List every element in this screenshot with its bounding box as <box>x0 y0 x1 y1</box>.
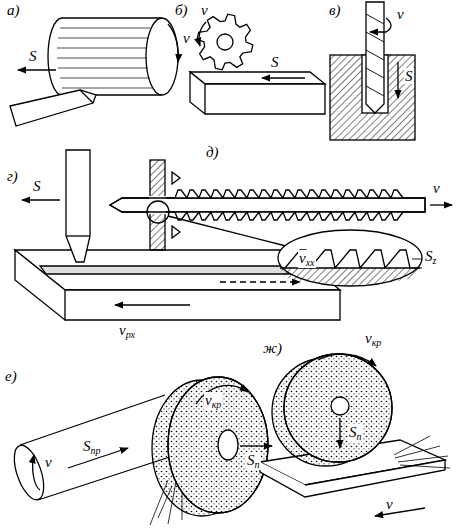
planing <box>15 150 340 320</box>
motion-symbol: Sz <box>424 248 437 266</box>
milling <box>190 14 325 114</box>
panel-letter: б) <box>174 2 189 18</box>
broaching <box>110 160 452 286</box>
motion-symbol: Sпр <box>82 438 102 456</box>
panel-letter: ж) <box>262 340 283 356</box>
panel-letter: д) <box>205 144 220 160</box>
broach-teeth <box>175 212 403 220</box>
motion-symbol: Sп <box>348 424 363 442</box>
motion-symbol: S <box>270 54 280 70</box>
motion-symbol: vхх <box>298 250 316 268</box>
panel-letter: а) <box>6 2 21 18</box>
panel-letter: е) <box>4 368 18 384</box>
motion-symbol: vкр <box>204 392 222 410</box>
surface-grinding <box>260 354 450 516</box>
panel-letter: в) <box>328 2 342 18</box>
cylindrical-grinding <box>8 377 272 525</box>
motion-symbol: v <box>432 180 441 196</box>
panel-letter: г) <box>6 168 19 184</box>
cutter-teeth <box>197 14 253 70</box>
motion-symbol: v <box>396 6 405 22</box>
motion-symbol: v <box>44 454 53 470</box>
motion-symbol: v <box>182 30 191 46</box>
motion-symbol: v <box>385 496 394 512</box>
motion-symbol: vкр <box>364 330 382 348</box>
motion-symbol: vрх <box>118 322 136 340</box>
motion-symbol: S <box>28 48 38 64</box>
motion-symbol: S <box>404 68 414 84</box>
drilling <box>330 2 415 140</box>
broach-teeth <box>175 190 403 198</box>
turning <box>10 18 178 126</box>
motion-symbol: S <box>32 178 42 194</box>
motion-symbol: Sп <box>246 452 261 470</box>
motion-symbol: v <box>200 2 209 18</box>
